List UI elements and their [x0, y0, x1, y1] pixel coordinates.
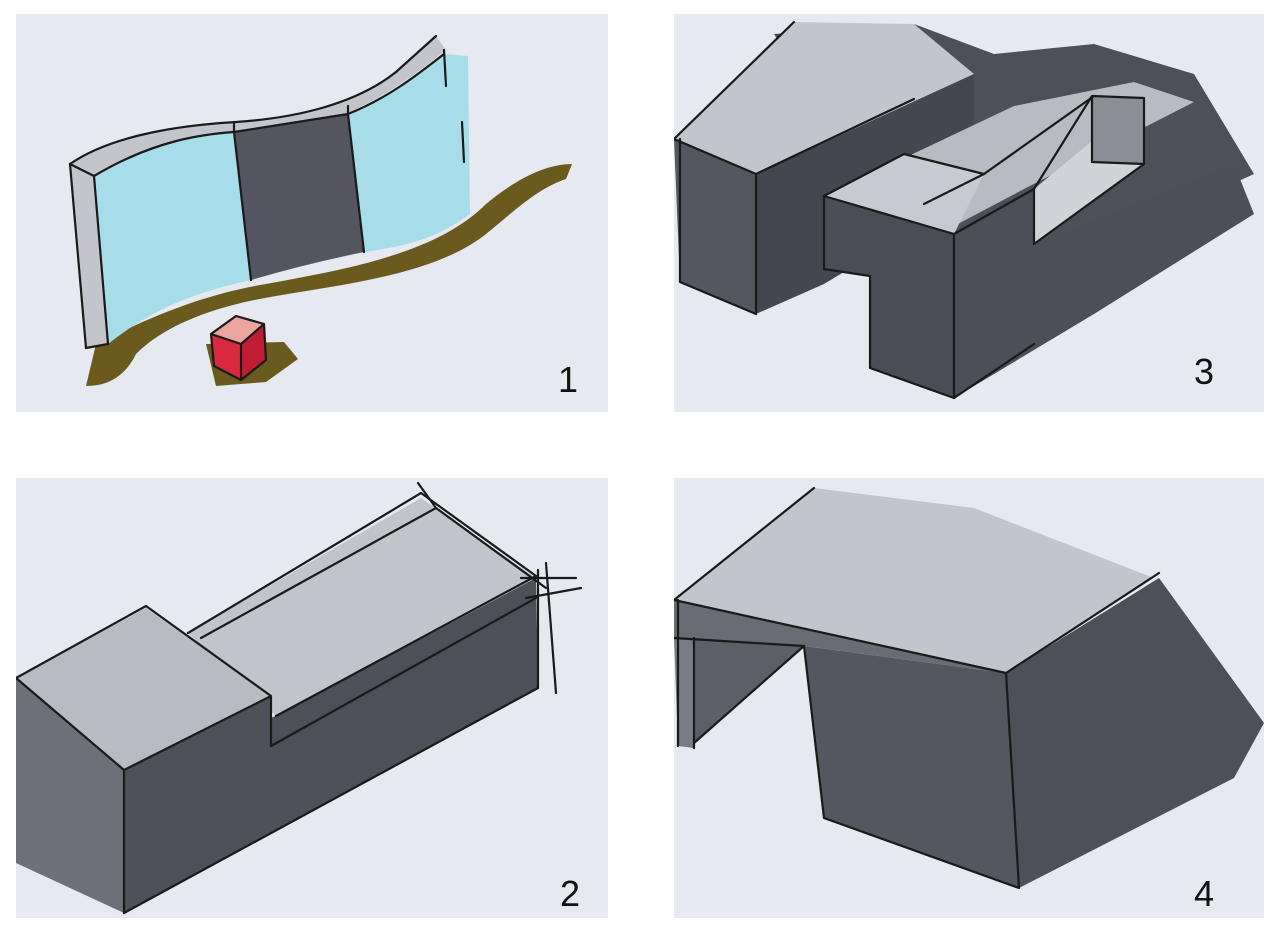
block-side: [1006, 578, 1264, 888]
block-top: [674, 488, 1154, 673]
low-block-top: [188, 498, 536, 716]
low-block-front: [124, 578, 538, 913]
panel-number: 4: [1193, 873, 1214, 914]
left-block-front: [674, 139, 756, 314]
ground-shadow: [86, 164, 572, 386]
sketch-panel-4: 4: [674, 478, 1264, 918]
glass-panel-left: [94, 132, 251, 344]
glass-panel-right: [348, 54, 470, 252]
wall-top-cap: [70, 36, 446, 176]
left-block-top: [674, 22, 974, 174]
tall-block-top: [16, 608, 271, 770]
cantilever-block-sketch: [674, 486, 1264, 890]
sketch-panel-1: 1: [16, 14, 608, 412]
tall-block-front: [16, 678, 124, 913]
sketch-panel-3: 3: [674, 14, 1264, 412]
wall-left-end: [70, 164, 108, 348]
void-under: [694, 638, 804, 743]
cube-front-face: [211, 334, 241, 380]
central-block-side: [954, 164, 1254, 398]
tall-block-side: [124, 696, 271, 818]
central-block-front: [824, 196, 954, 398]
panel-number: 1: [557, 359, 578, 400]
cube-side-face: [241, 324, 266, 380]
cube-top-face: [211, 316, 264, 344]
sketch-panel-2: 2: [16, 478, 608, 918]
void-back-wall: [1092, 96, 1144, 164]
stepped-block-sketch: [16, 481, 583, 915]
panel-number: 2: [559, 873, 580, 914]
curved-wall-sketch: [68, 34, 572, 386]
central-block-top: [824, 154, 984, 234]
solid-panel-middle: [234, 114, 364, 280]
panel-number: 3: [1193, 351, 1214, 392]
block-front: [804, 646, 1019, 888]
interlocking-blocks-sketch: [674, 20, 1254, 400]
